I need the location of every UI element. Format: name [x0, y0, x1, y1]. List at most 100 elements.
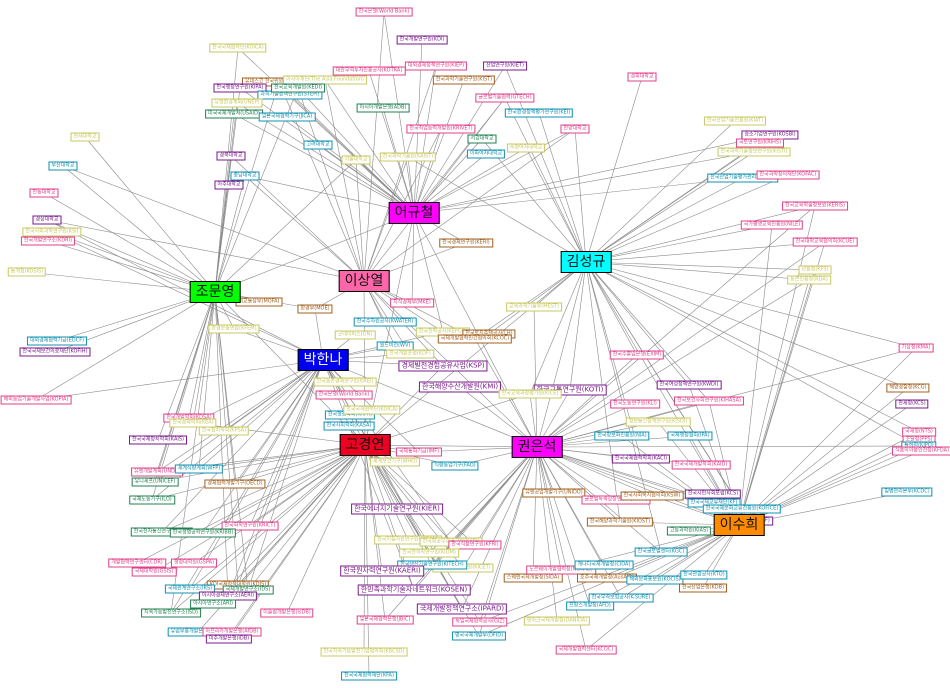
node-pnu[interactable]: 부산대학교	[48, 161, 78, 171]
node-worldbank[interactable]: 한국은행(World Bank)	[315, 390, 373, 400]
node-nia[interactable]: 한국정보화진흥원(NIA)	[594, 431, 650, 441]
node-ajou[interactable]: 아주대학교	[214, 180, 244, 190]
node-kotfa[interactable]: 한국관광공사(KTO)	[680, 570, 728, 580]
node-unep[interactable]: 유엔환경계획(UNEP)	[211, 98, 263, 108]
node-kist[interactable]: 한국과학기술연구원(KIST)	[432, 75, 496, 85]
node-krict[interactable]: 한국화학연구원(KRICT)	[221, 521, 279, 531]
node-kias[interactable]: 고등과학원(KIAS)	[666, 526, 712, 536]
node-kcdc[interactable]: 질병관리본부(KCDC)	[881, 487, 933, 497]
node-sookmyung[interactable]: 숙명여자대학교	[506, 143, 546, 153]
node-ksd[interactable]: 한국지속가능발전기업협의회(KBCSD)	[320, 647, 408, 657]
node-ari[interactable]: 아시아연구소(ARI)	[190, 599, 236, 609]
hub-node-3[interactable]: 김성규	[560, 251, 612, 273]
node-handong[interactable]: 한동대학교	[29, 188, 59, 198]
node-isd[interactable]: 지속가능발전연구소(ISD)	[141, 608, 201, 618]
node-kedi2[interactable]: 한국교육학술정보원(KERIS)	[782, 201, 848, 211]
node-moe[interactable]: 환경부(MOE)	[297, 304, 333, 314]
node-jica[interactable]: 일본국제협력기구(JICA)	[258, 112, 316, 122]
node-kisdi[interactable]: 정보통신정책연구원(KISDI)	[625, 417, 691, 427]
node-kwdi[interactable]: 한국여성정책연구원(KWDI)	[656, 380, 722, 390]
node-yonsei[interactable]: 연세대학교	[70, 132, 100, 142]
node-kpsa[interactable]: 한국정치학회(KPSA)	[198, 426, 250, 436]
node-danida[interactable]: 덴마크국제개발청(DANIDA)	[523, 616, 591, 626]
node-kli[interactable]: 한국노동연구원(KLI)	[610, 399, 660, 409]
node-kiep[interactable]: 대외경제정책연구원(KIEP)	[404, 61, 468, 71]
node-kfem[interactable]: 환경운동연합(KFEM)	[208, 324, 260, 334]
node-kiet[interactable]: 산업연구원(KIET)	[483, 61, 527, 71]
node-keri[interactable]: 한국경제연구원(KERI)	[439, 238, 493, 248]
node-iadb[interactable]: 미주개발은행(IDB)	[205, 634, 253, 644]
node-kaeri[interactable]: 한국원자력연구원(KAERI)	[340, 565, 424, 577]
node-mofa[interactable]: 외교통상부(MOFA)	[235, 297, 283, 307]
node-kofac[interactable]: 한국과학창의재단(KOFAC)	[756, 170, 820, 180]
node-kdf[interactable]: 한국개발포럼(KDF)	[386, 349, 434, 359]
hub-node-5[interactable]: 박한나	[297, 349, 349, 371]
hub-node-4[interactable]: 조문영	[189, 281, 241, 303]
hub-node-8[interactable]: 이수희	[713, 514, 765, 536]
node-kaia[interactable]: 한국국제정치학회(KAIS)	[129, 435, 187, 445]
node-kice[interactable]: 한국교육과정평가원(KICE)	[498, 389, 562, 399]
node-kgc[interactable]: 한국글로벌센터(KGC)	[634, 547, 688, 557]
node-dfid[interactable]: 영국국제개발부(DFID)	[451, 631, 507, 641]
node-norad[interactable]: 노르웨이개발협력청(NORAD)	[526, 565, 596, 575]
node-kcg[interactable]: 해양경찰청(KCG)	[886, 383, 930, 393]
node-krivet[interactable]: 한국직업능력개발원(KRIVET)	[406, 124, 476, 134]
node-kiat[interactable]: 한국산업기술진흥원(KIAT)	[703, 116, 767, 126]
node-kfs[interactable]: 산림청(KFS)	[798, 265, 832, 275]
hub-node-7[interactable]: 권은석	[511, 436, 563, 458]
node-kopia[interactable]: 해외농업기술개발사업(KOPIA)	[0, 395, 72, 405]
node-kaci[interactable]: 한국국제협력학회(KACI)	[611, 454, 671, 464]
node-kasa[interactable]: 한국사회학회(KASA)	[323, 421, 375, 431]
node-edcf[interactable]: 대외경제협력기금(EDCF)	[26, 336, 88, 346]
node-hanyang[interactable]: 한양대학교	[560, 124, 590, 134]
node-asiafound[interactable]: 아시아재단(The Asia Foundation)	[283, 75, 367, 85]
node-kosen[interactable]: 한민족과학기술자네트워크(KOSEN)	[357, 584, 471, 596]
node-goodn[interactable]: 굿네이버스(GN)	[334, 330, 376, 340]
node-imf[interactable]: 국제통화기금(IMF)	[395, 447, 443, 457]
node-kcoc2[interactable]: 국제개발협력센터(KCOC)	[555, 645, 617, 655]
node-gnu[interactable]: 경상대학교	[32, 215, 62, 225]
node-ksp[interactable]: 경제발전경험공유사업(KSP)	[398, 360, 488, 372]
node-ipa[interactable]: 국제행정협회(IPA)	[667, 431, 713, 441]
hub-node-1[interactable]: 어규철	[388, 202, 440, 224]
node-kcue[interactable]: 한국대학교육협의회(KCUE)	[792, 237, 858, 247]
node-usaid[interactable]: 미국국제개발처(USAID)	[205, 109, 263, 119]
node-kiom[interactable]: 한국한의학연구원(KIOM)	[399, 548, 459, 558]
node-ngo[interactable]: 국제개발협력민간협의회(KCOC)	[437, 334, 513, 344]
node-krei[interactable]: 한국농촌경제연구원(KREI)	[313, 377, 377, 387]
node-kdi[interactable]: 한국개발연구원(KDI)	[396, 35, 448, 45]
node-eximbank[interactable]: 한국수출입은행(EXIM)	[609, 350, 665, 360]
node-isdb[interactable]: 이슬람개발은행(IsDB)	[260, 608, 314, 618]
node-ksi[interactable]: 한국사회과학연구원(KSI)	[22, 227, 82, 237]
node-kribb[interactable]: 한국생명공학연구원(KRIBB)	[169, 528, 237, 538]
node-kedi[interactable]: 한국교육개발원(KEDI)	[271, 83, 325, 93]
node-gspa[interactable]: 행정대학원(GSPA)	[170, 558, 218, 568]
node-kofih[interactable]: 한국국제보건의료재단(KOFIH)	[19, 347, 91, 357]
node-ksw[interactable]: 한국사회복지협의회(KSW)	[620, 491, 684, 501]
node-kosis[interactable]: 통계청(KOSIS)	[7, 267, 47, 277]
node-ewha[interactable]: 이화여자대학교	[466, 149, 506, 159]
node-kcs2[interactable]: 관세청(KCS)	[895, 399, 929, 409]
node-gsis[interactable]: 국제대학원(GSIS)	[131, 567, 177, 577]
node-kisti[interactable]: 한국과학기술정보연구원(KISTI)	[717, 147, 791, 157]
node-ilo[interactable]: 국제노동기구(ILO)	[129, 495, 175, 505]
node-nile[interactable]: 국가평생교육진흥원(NILE)	[740, 220, 804, 230]
node-wfp[interactable]: 세계식량계획(WFP)	[174, 464, 224, 474]
node-rda[interactable]: 농촌진흥청(RDA)	[787, 275, 831, 285]
node-kea[interactable]: 한국경제학회(KEA)	[169, 418, 217, 428]
node-fao[interactable]: 식량농업기구(FAO)	[431, 461, 479, 471]
node-mke[interactable]: 지식경제부(MKE)	[390, 298, 434, 308]
node-sogang[interactable]: 서강대학교	[467, 134, 497, 144]
node-cdr[interactable]: 개발협력연구센터(CDR)	[108, 558, 166, 568]
node-adb[interactable]: 아시아개발은행(ADB)	[356, 103, 410, 113]
node-korea[interactable]: 고려대학교	[303, 140, 333, 150]
node-irs[interactable]: 국제관계연구소(IRS)	[164, 584, 216, 594]
node-cnu[interactable]: 충남대학교	[230, 171, 260, 181]
node-kiet2[interactable]: 국토연구원(KRIHS)	[735, 138, 785, 148]
node-unido[interactable]: 유엔공업개발기구(UNIDO)	[522, 488, 586, 498]
node-kiost[interactable]: 한국해양과학기술원(KIOST)	[586, 517, 654, 527]
node-kotra[interactable]: 대한무역투자진흥공사(KOTRA)	[332, 66, 406, 76]
node-ksure[interactable]: 한국무역보험공사(K-SURE)	[588, 593, 654, 603]
node-koica[interactable]: 한국국제협력단(KOICA)	[209, 43, 267, 53]
node-oecd[interactable]: 경제협력개발기구(OECD)	[204, 479, 266, 489]
